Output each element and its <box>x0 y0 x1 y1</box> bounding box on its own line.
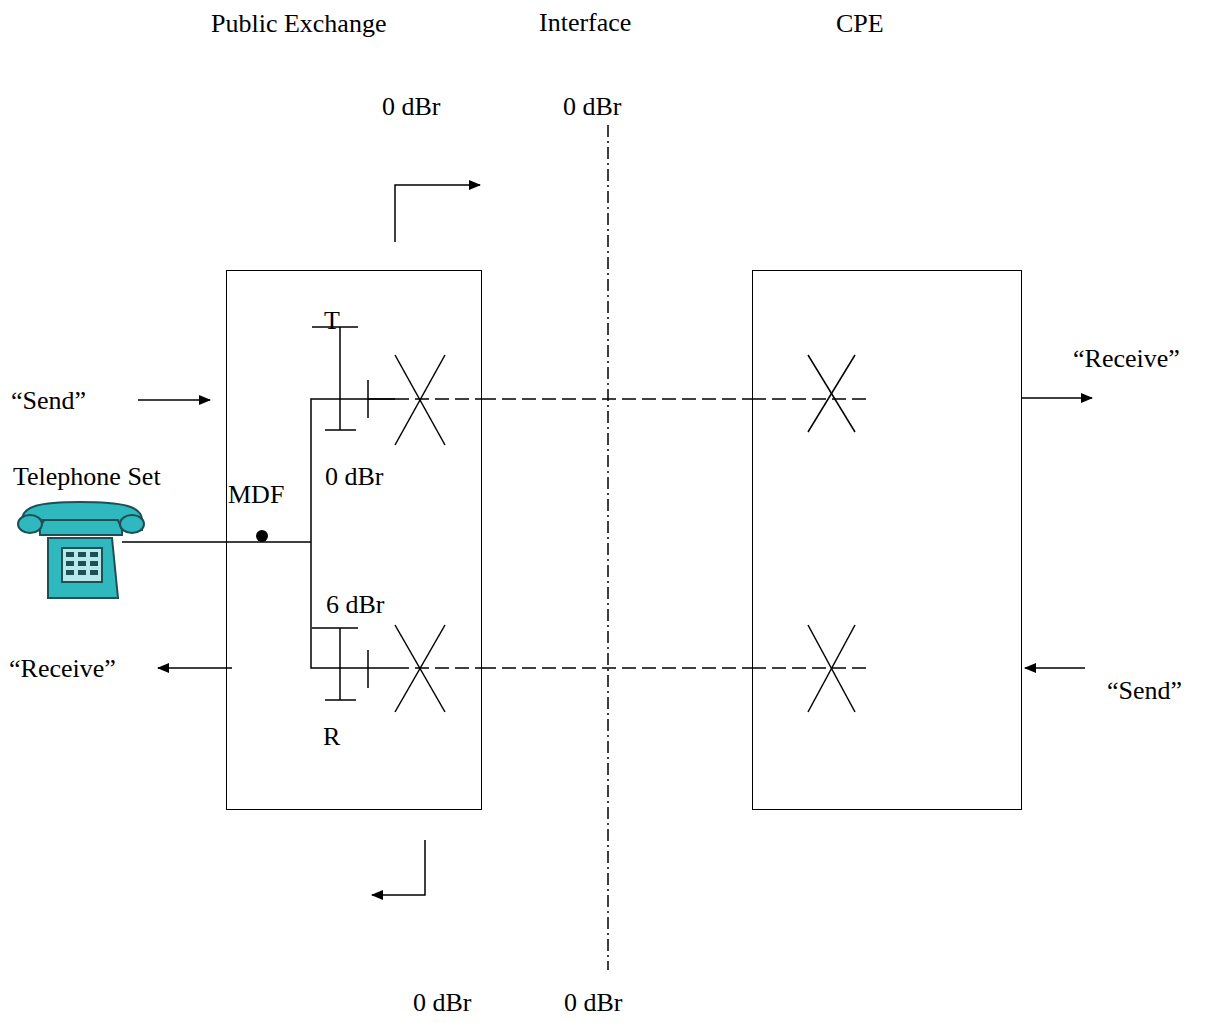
subscriber-line <box>122 541 311 543</box>
signal-arrow <box>138 399 210 401</box>
diagram-label: 0 dBr <box>412 988 473 1018</box>
diagram-label: Telephone Set <box>12 462 162 492</box>
pad-symbol <box>312 327 395 430</box>
diagram-label: 0 dBr <box>381 92 442 122</box>
diagram-label: 0 dBr <box>562 92 623 122</box>
hybrid-loop <box>311 399 395 668</box>
box-heading: Public Exchange <box>211 9 386 39</box>
diagram-label: “Send” <box>10 386 87 416</box>
interface-line <box>607 125 609 970</box>
direction-arrow <box>372 840 425 895</box>
diagram-label: R <box>322 722 341 752</box>
box-heading: CPE <box>836 9 884 39</box>
direction-arrow <box>395 185 480 242</box>
diagram-label: 0 dBr <box>563 988 624 1018</box>
mdf-dot <box>256 530 268 542</box>
diagram-label: T <box>323 306 341 336</box>
diagram-label: 6 dBr <box>325 590 386 620</box>
dashed-connection <box>482 667 752 669</box>
diagram-label: MDF <box>227 480 285 510</box>
signal-arrow <box>1025 667 1085 669</box>
equipment-box: Public Exchange <box>226 270 482 810</box>
diagram-label: “Receive” <box>1072 344 1181 374</box>
signal-arrow <box>158 667 232 669</box>
diagram-label: “Send” <box>1106 676 1183 706</box>
diagram-label: “Receive” <box>8 654 117 684</box>
cross-point <box>395 355 855 712</box>
signal-arrow <box>1022 397 1092 399</box>
equipment-box: CPE <box>752 270 1022 810</box>
diagram-label: 0 dBr <box>324 462 385 492</box>
dashed-path <box>395 399 870 668</box>
dashed-connection <box>482 398 752 400</box>
diagram-label: Interface <box>538 8 632 38</box>
pad-symbol <box>312 628 368 700</box>
telephone-icon <box>18 502 144 598</box>
